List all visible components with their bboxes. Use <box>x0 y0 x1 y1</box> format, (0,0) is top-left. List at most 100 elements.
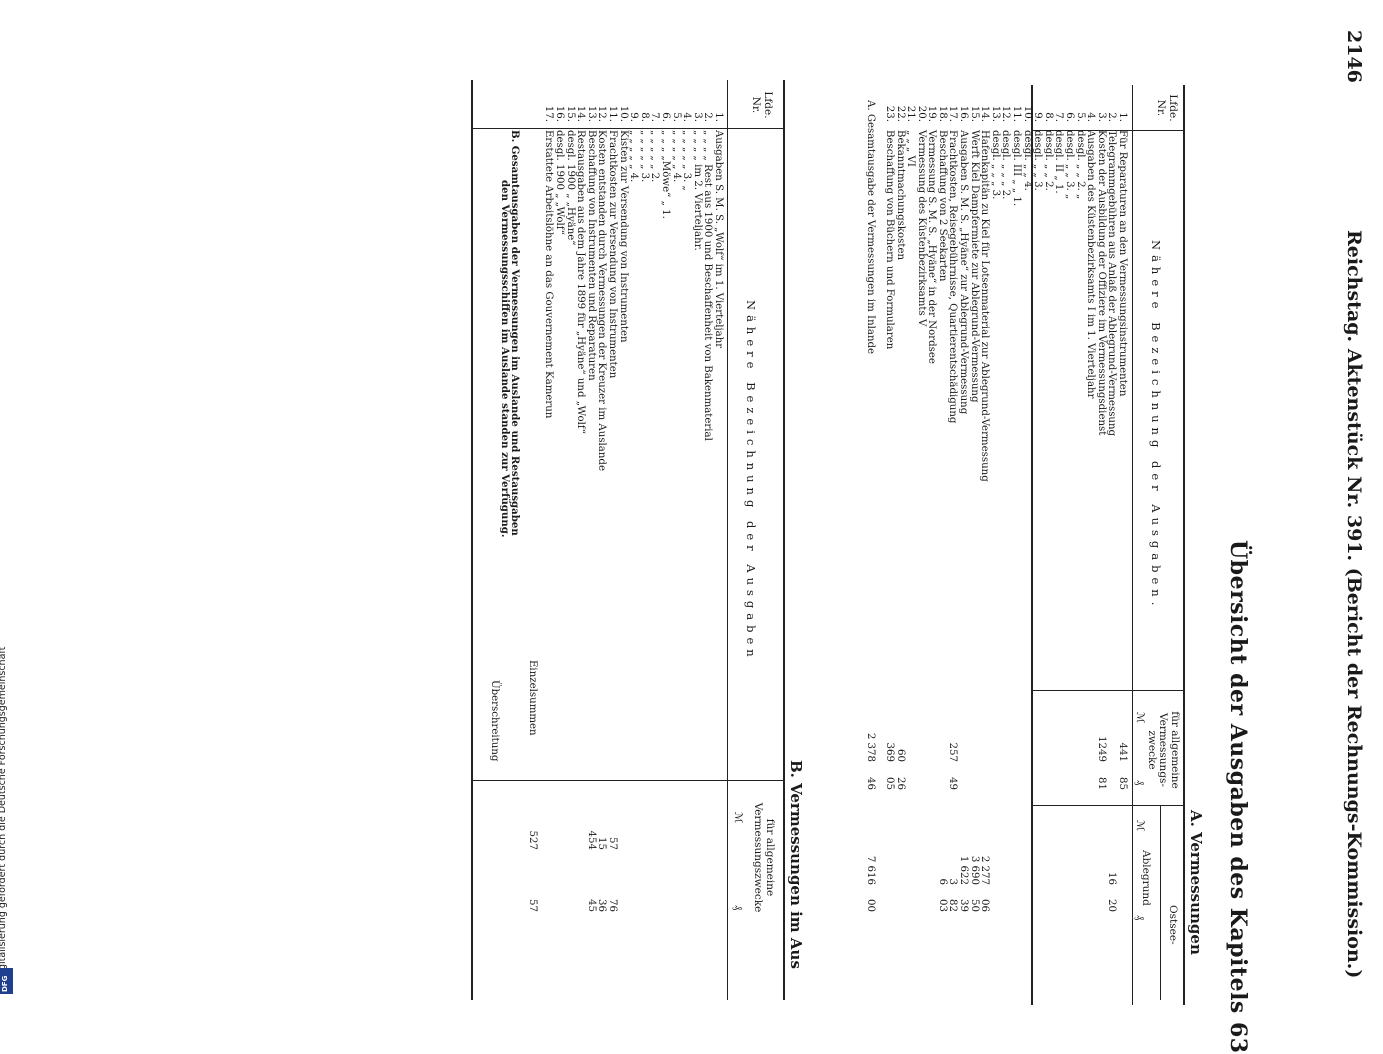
general-pf-value: 45 <box>585 899 597 912</box>
section-a-total-general-mark: 2 378 <box>865 732 877 762</box>
ablegrund-pf-value: 06 <box>979 899 991 912</box>
table-row: 14. Restausgaben aus dem Jahre 1899 für „… <box>575 100 586 1000</box>
row-number: 16. <box>958 105 970 122</box>
section-a-nr-header: Lfde. Nr. <box>1155 94 1180 122</box>
section-a-mark-header: ℳ <box>1134 712 1146 724</box>
row-number: 1. <box>713 112 724 122</box>
row-number: 2. <box>702 112 714 122</box>
row-number: 13. <box>989 105 1001 122</box>
row-description: desgl. III „ „ 1. <box>1011 130 1023 207</box>
row-description: Telegrammgebühren aus Anlaß der Ablegrun… <box>1106 130 1118 437</box>
general-mark-value: 15 <box>596 837 608 850</box>
table-row: 13. desgl. „ „ „ 3. <box>989 100 1001 1005</box>
section-b-available-row: den Vermessungsschiffen im Auslande stan… <box>499 100 511 1000</box>
row-number: 16. <box>554 105 566 122</box>
table-row: 2.Telegrammgebühren aus Anlaß der Ablegr… <box>1106 100 1117 1005</box>
row-number: 11. <box>1011 105 1023 122</box>
row-description: Restausgaben aus dem Jahre 1899 für „Hyä… <box>575 130 587 435</box>
section-a-total-row: A. Gesamtausgabe der Vermessungen im Inl… <box>865 100 876 1005</box>
section-b-total-row: B. Gesamtausgaben der Vermessungen im Au… <box>509 100 521 1000</box>
table-row: 5. „ „ „ „ „ 4. <box>670 100 682 1000</box>
row-description: Kosten der Ausbildung der Offiziere im V… <box>1095 130 1107 436</box>
row-number: 9. <box>1032 112 1044 122</box>
digitization-note-text: Digitalisierung gefördert durch die Deut… <box>0 646 8 980</box>
section-b-heading: B. Vermessungen im Aus <box>787 760 805 969</box>
section-b-rows: 1. Ausgaben S. M. S. „Wolf“ im 1. Viertel… <box>489 100 724 1000</box>
section-b-overrun-label: Überschreitung <box>489 680 501 762</box>
ablegrund-pf-value: 39 <box>958 899 970 912</box>
table-row: 23.Beschaffung von Büchern und Formulare… <box>883 100 895 1005</box>
row-number: 13. <box>585 105 597 122</box>
row-description: „ „ „ „ Rest aus 1900 und Beschaffenheit… <box>702 130 714 441</box>
section-a-heading: A. Vermessungen <box>1187 810 1205 955</box>
row-number: 4. <box>681 112 693 122</box>
section-b-bottom-rule <box>471 80 473 1000</box>
row-description: desgl. „ „ „ 2. <box>1000 130 1012 200</box>
table-row: 3.Kosten der Ausbildung der Offiziere im… <box>1095 100 1107 1005</box>
row-description: Ausgaben S. M. S. „Wolf“ im 1. Viertelja… <box>713 130 724 349</box>
row-number: 18. <box>936 105 948 122</box>
row-number: 15. <box>564 105 576 122</box>
section-b-pf-header: ₰ <box>732 905 744 911</box>
row-number: 23. <box>883 105 895 122</box>
table-row: 12. desgl. „ „ „ 2. <box>1000 100 1011 1005</box>
table-row: 6. „ „ „ „Möwe“ „ 1. <box>659 100 671 1000</box>
row-description: Beschaffung von 2 Seekarten <box>936 130 948 282</box>
row-description: „ „ „ „ „ 2. <box>649 130 661 183</box>
general-mark-value: 454 <box>585 830 597 850</box>
row-description: desgl. II „ 1. <box>1053 130 1065 194</box>
table-row: 3. „ „ „ „ im 2. Vierteljahr. <box>691 100 703 1000</box>
table-row: 2. „ „ „ „ Rest aus 1900 und Beschaffenh… <box>702 100 713 1000</box>
row-description: desgl. „ „ 2. <box>1042 130 1054 191</box>
row-description: Ausgaben S. M. S. „Hyäne“ zur Ablegrund-… <box>958 130 970 415</box>
section-a-rows: 1.Für Reparaturen an den Vermessungsinst… <box>865 100 1128 1005</box>
section-a-header-rule <box>1132 85 1133 1005</box>
row-description: Werft Kiel Dampfermiete zur Ablegrund-Ve… <box>968 130 980 403</box>
row-number: 6. <box>1064 112 1076 122</box>
row-number: 15. <box>968 105 980 122</box>
row-description: „ „ „ „ „ 4. <box>628 130 640 183</box>
row-description: desgl. „ „ „ 3. <box>989 130 1001 200</box>
table-row: 12.Kosten entstanden durch Vermessungen … <box>596 100 607 1000</box>
row-description: desgl. „ „ 4. <box>1021 130 1033 191</box>
general-pf-value: 26 <box>894 777 906 790</box>
section-a-pf-header: ₰ <box>1134 780 1146 786</box>
section-a-ablegrund-header: Ablegrund <box>1140 850 1152 906</box>
ablegrund-pf-value: 82 <box>947 899 959 912</box>
row-number: 14. <box>575 105 587 122</box>
row-description: desgl. „ „ 2. „ <box>1074 130 1086 200</box>
general-mark-value: 57 <box>607 837 619 850</box>
section-a-general-header: für allgemeine Vermessungs-zwecke <box>1146 711 1181 789</box>
row-description: „ „ „ „ im 2. Vierteljahr. <box>691 130 703 251</box>
row-description: desgl. „ „ 3. <box>1032 130 1044 191</box>
ablegrund-mark-value: 1 622 <box>958 855 970 885</box>
row-description: „ „ „ „ „ 3. <box>638 130 650 183</box>
general-mark-value: 257 <box>947 742 959 762</box>
section-a-abl-mark-header: ℳ <box>1134 820 1146 832</box>
table-row: 15. desgl. 1900 „ „Hyäne“ <box>564 100 576 1000</box>
row-number: 5. <box>1074 112 1086 122</box>
ablegrund-mark-value: 3 690 <box>968 855 980 885</box>
row-number: 22. <box>894 105 906 122</box>
dfg-logo-text: DFG <box>1 975 9 992</box>
table-row: 20.Vermessung des Küstenbezirksamts V <box>915 100 927 1005</box>
section-b-top-rule <box>783 80 785 1000</box>
row-description: Ausgaben des Küstenbezirksamts I im 1. V… <box>1085 130 1097 399</box>
row-description: Erstattete Arbeitslöhne an das Gouvernem… <box>543 130 555 419</box>
general-pf-value: 36 <box>596 899 608 912</box>
table-row: 9. desgl. „ „ 3. <box>1032 100 1043 1005</box>
table-row: 15. Werft Kiel Dampfermiete zur Ablegrund… <box>968 100 980 1005</box>
ablegrund-pf-value: 03 <box>936 899 948 912</box>
table-row: 4.Ausgaben des Küstenbezirksamts I im 1.… <box>1085 100 1096 1005</box>
general-pf-value: 49 <box>947 777 959 790</box>
row-number: 20. <box>915 105 927 122</box>
section-a-ostsee-rule <box>1160 805 1161 1000</box>
row-number: 1. <box>1117 112 1128 122</box>
section-a-desc-header: Nähere Bezeichnung der Ausgaben. <box>1149 240 1163 611</box>
row-number: 17. <box>543 105 555 122</box>
table-row: 6. desgl. „ „ 3. „ <box>1063 100 1076 1005</box>
section-a-abl-pf-header: ₰ <box>1134 915 1146 921</box>
table-row: 9. „ „ „ „ „ 4. <box>628 100 639 1000</box>
row-description: desgl. 1900 „ „Hyäne“ <box>564 130 576 246</box>
dfg-logo-icon: DFG <box>0 968 13 994</box>
